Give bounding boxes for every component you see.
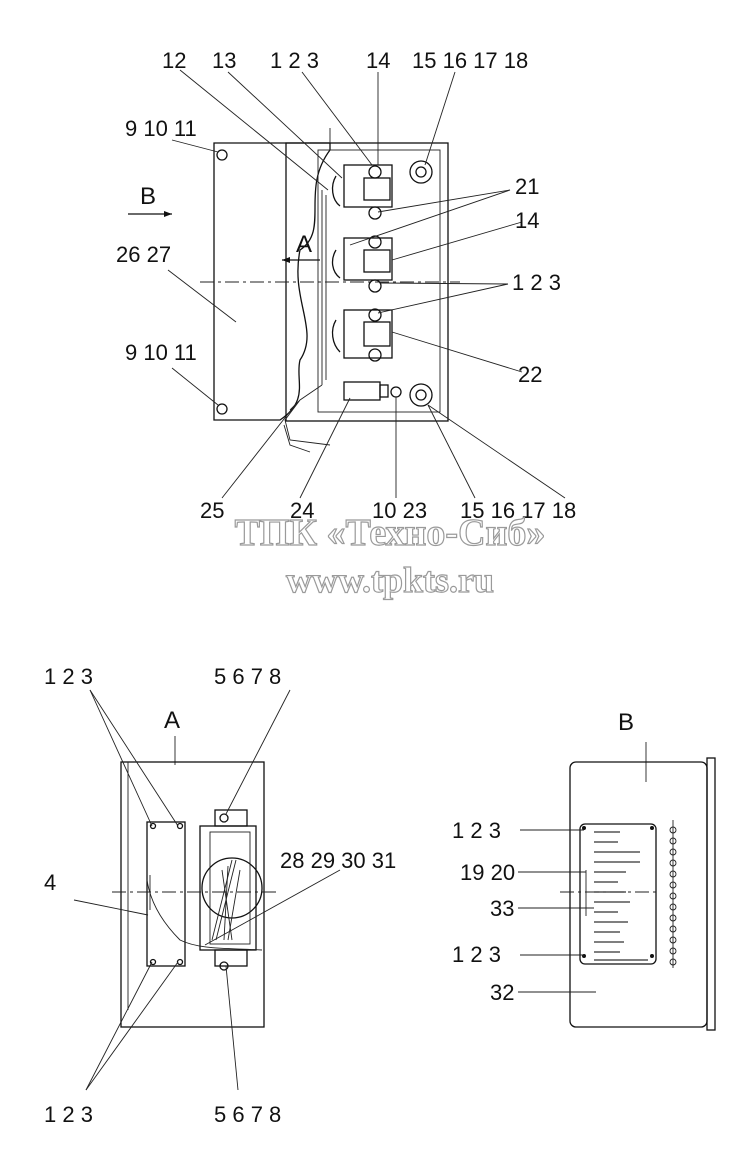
mounting-boss <box>409 160 433 184</box>
callout-a-1-2-3-bot: 1 2 3 <box>44 1102 93 1127</box>
housing-inner-frame <box>317 149 441 413</box>
callout-1-2-3-mid: 1 2 3 <box>512 270 561 295</box>
callout-12: 12 <box>162 48 186 73</box>
view-b-panel <box>569 761 708 1028</box>
callout-b-32: 32 <box>490 980 514 1005</box>
callout-26-27: 26 27 <box>116 242 171 267</box>
cover-plate <box>213 142 331 421</box>
view-b-side-rail <box>706 757 716 1031</box>
top-view: 12 13 1 2 3 14 15 16 17 18 9 10 11 B 21 … <box>116 48 576 523</box>
view-a-title: A <box>164 707 180 734</box>
label-plate-text-lines <box>594 831 648 961</box>
leader-lines <box>167 69 566 499</box>
callout-1-2-3-top: 1 2 3 <box>270 48 319 73</box>
callout-b-1-2-3-a: 1 2 3 <box>452 818 501 843</box>
callout-25: 25 <box>200 498 224 523</box>
indicator-column <box>669 820 677 968</box>
callout-b-1-2-3-b: 1 2 3 <box>452 942 501 967</box>
callout-a-5-8-top: 5 6 7 8 <box>214 664 281 689</box>
callout-22: 22 <box>518 362 542 387</box>
callout-14-top: 14 <box>366 48 390 73</box>
view-b: B <box>452 709 716 1031</box>
callout-10-23: 10 23 <box>372 498 427 523</box>
fuse-holder <box>343 381 402 401</box>
callout-9-11-bot: 9 10 11 <box>125 340 197 365</box>
callout-9-11-top: 9 10 11 <box>125 116 197 141</box>
view-a-lamp <box>201 857 263 919</box>
callout-a-5-8-bot: 5 6 7 8 <box>214 1102 281 1127</box>
callout-24: 24 <box>290 498 314 523</box>
wire-harness <box>284 190 331 446</box>
callout-b-33: 33 <box>490 896 514 921</box>
watermark: ТПК «Техно-Сиб» www.tpkts.ru <box>234 511 546 600</box>
mounting-boss <box>409 383 433 407</box>
view-a-panel <box>120 761 265 1028</box>
view-b-label-plate <box>579 823 657 965</box>
callout-a-1-2-3-top: 1 2 3 <box>44 664 93 689</box>
view-a: A <box>44 664 396 1127</box>
callout-a-4: 4 <box>44 870 56 895</box>
view-a-plate <box>146 821 186 967</box>
relay-unit-3 <box>331 308 393 362</box>
view-a-marker: A <box>296 231 312 258</box>
callout-14-mid: 14 <box>515 208 539 233</box>
relay-unit-2 <box>331 235 393 293</box>
view-a-bracket <box>199 825 257 951</box>
callout-21: 21 <box>515 174 539 199</box>
callout-15-18-bot: 15 16 17 18 <box>460 498 576 523</box>
mounting-hole <box>216 403 228 415</box>
callout-13: 13 <box>212 48 236 73</box>
relay-unit-1 <box>331 164 393 220</box>
view-b-title: B <box>618 709 634 736</box>
watermark-url: www.tpkts.ru <box>286 560 494 600</box>
view-b-marker: B <box>140 183 156 210</box>
callout-a-28-31: 28 29 30 31 <box>280 848 396 873</box>
mounting-hole <box>216 149 228 161</box>
callout-15-18-top: 15 16 17 18 <box>412 48 528 73</box>
callout-b-19-20: 19 20 <box>460 860 515 885</box>
watermark-company: ТПК «Техно-Сиб» <box>235 512 546 554</box>
